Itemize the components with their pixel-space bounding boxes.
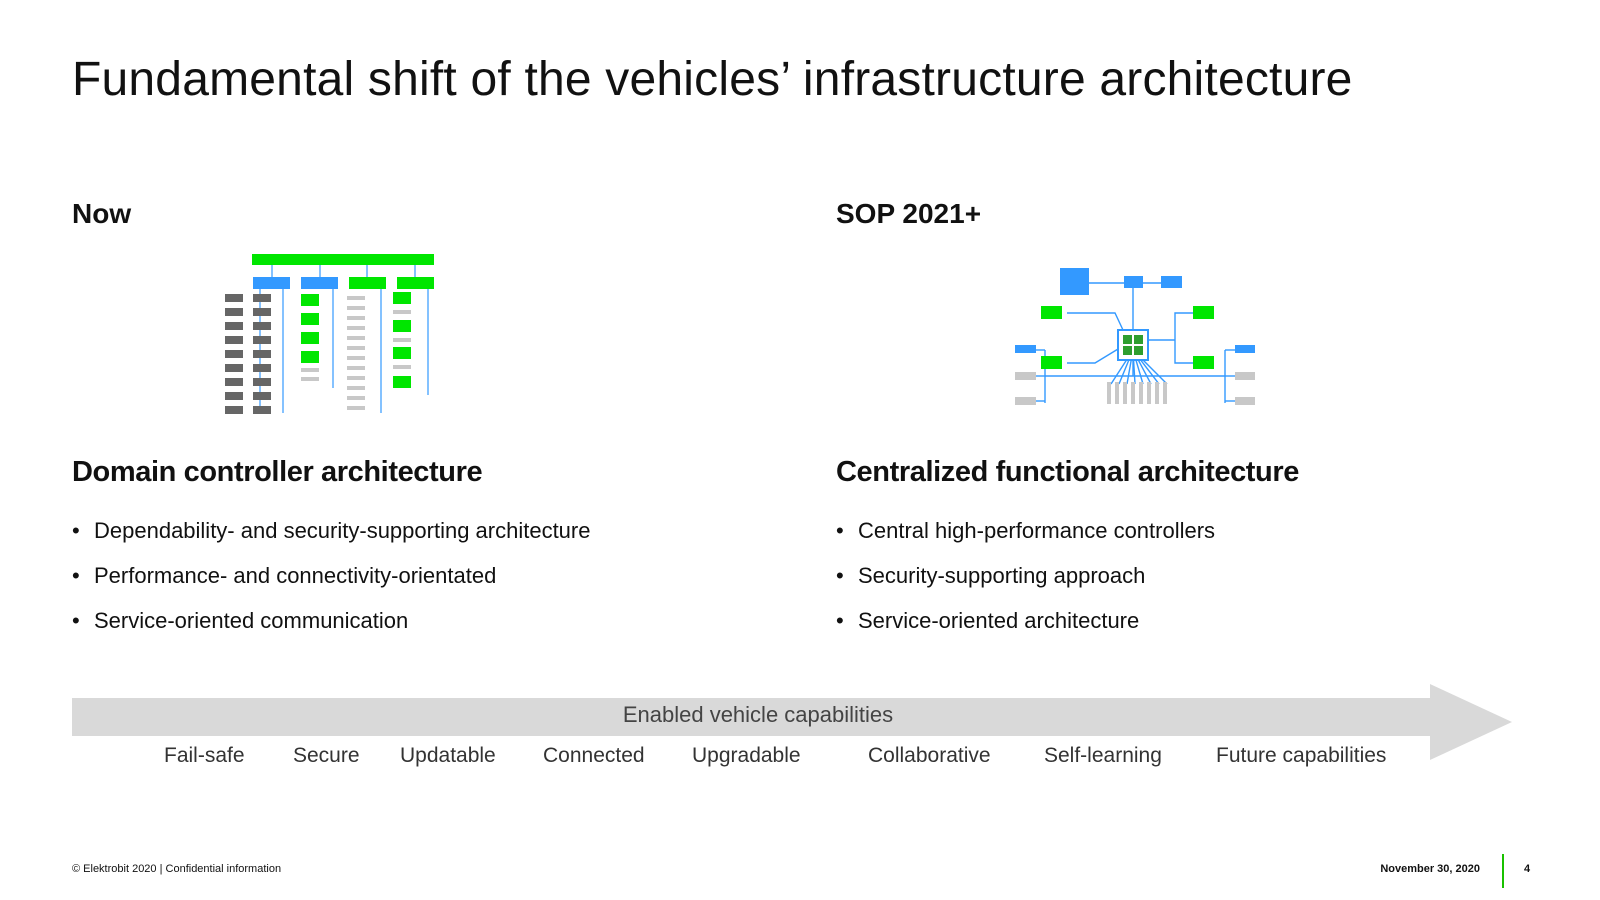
left-bullet-list: Dependability- and security-supporting a… [72, 508, 590, 643]
slide-title: Fundamental shift of the vehicles’ infra… [72, 53, 1353, 106]
now-label: Now [72, 198, 132, 229]
domain-controller-diagram [225, 254, 434, 414]
right-bullet-list: Central high-performance controllers Sec… [836, 508, 1215, 643]
sop-label: SOP 2021+ [836, 198, 982, 229]
list-item: Dependability- and security-supporting a… [72, 508, 590, 553]
page-number: 4 [1524, 863, 1531, 875]
footer-divider [1502, 854, 1504, 888]
footer-copyright: © Elektrobit 2020 | Confidential informa… [72, 863, 282, 875]
right-heading: Centralized functional architecture [836, 456, 1299, 488]
list-item: Service-oriented communication [72, 598, 590, 643]
capability-connected: Connected [543, 744, 645, 767]
footer-date: November 30, 2020 [1380, 863, 1480, 875]
capabilities-arrow [72, 684, 1512, 760]
capability-collaborative: Collaborative [868, 744, 991, 767]
capability-self-learning: Self-learning [1044, 744, 1162, 767]
capability-fail-safe: Fail-safe [164, 744, 245, 767]
left-heading: Domain controller architecture [72, 456, 483, 488]
capability-upgradable: Upgradable [692, 744, 801, 767]
list-item: Performance- and connectivity-orientated [72, 553, 590, 598]
arrow-label: Enabled vehicle capabilities [622, 702, 894, 727]
list-item: Security-supporting approach [836, 553, 1215, 598]
capability-secure: Secure [293, 744, 360, 767]
list-item: Central high-performance controllers [836, 508, 1215, 553]
centralized-architecture-diagram [1015, 268, 1255, 405]
capability-updatable: Updatable [400, 744, 496, 767]
list-item: Service-oriented architecture [836, 598, 1215, 643]
capability-future: Future capabilities [1216, 744, 1387, 767]
